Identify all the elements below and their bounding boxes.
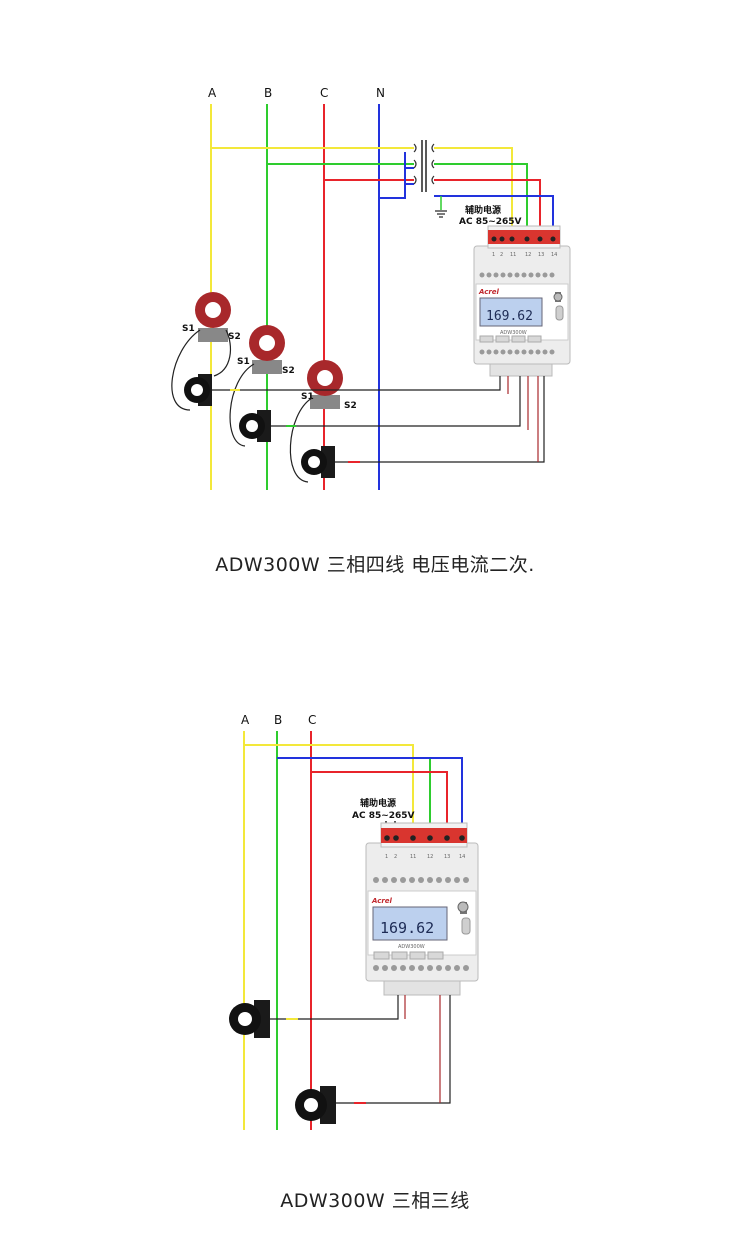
ct-c-loop xyxy=(289,397,313,483)
pt-secondary-n xyxy=(434,195,554,236)
ground-icon xyxy=(435,210,447,218)
phase-a-voltage-2 xyxy=(244,744,414,833)
lcd-reading-2: 169.62 xyxy=(380,919,434,937)
ct-b xyxy=(249,325,285,374)
phase-b-voltage-2 xyxy=(277,757,431,833)
lower-screw-row xyxy=(479,349,555,355)
ct-c-s1: S1 xyxy=(301,392,314,402)
phase-extra-2 xyxy=(277,757,463,833)
ct-a-s2: S2 xyxy=(228,332,241,342)
phase-c-label: C xyxy=(320,86,328,100)
neutral-tap xyxy=(379,152,406,199)
terminal-13: 13 xyxy=(538,252,544,258)
clamp-ct-1 xyxy=(184,374,212,406)
pt-secondary-b xyxy=(434,163,528,236)
lcd-reading: 169.62 xyxy=(486,309,533,324)
ct-b-s1: S1 xyxy=(237,357,250,367)
aux-power-title-2: 辅助电源 xyxy=(360,797,396,809)
terminal-14-2: 14 xyxy=(459,854,465,860)
lower-screw-row-2 xyxy=(373,965,469,971)
diagram-2-caption: ADW300W 三相三线 xyxy=(280,1190,470,1212)
current-lead-a xyxy=(212,376,501,391)
terminal-2: 2 xyxy=(500,252,503,258)
upper-screw-row-2 xyxy=(373,877,469,883)
terminal-14: 14 xyxy=(551,252,557,258)
sensor-window-2 xyxy=(461,917,471,935)
ct-b-s2: S2 xyxy=(282,366,295,376)
current-lead-c-2 xyxy=(336,995,451,1104)
pt-secondary-a xyxy=(434,147,513,236)
adw300w-meter-2: 1 2 11 12 13 14 Acrel 169.62 ADW300W xyxy=(365,822,479,996)
terminal-13-2: 13 xyxy=(444,854,450,860)
current-lead-a-2 xyxy=(270,995,399,1020)
antenna-icon-2 xyxy=(457,901,469,914)
voltage-transformer xyxy=(413,140,435,192)
clamp-ct-2 xyxy=(239,410,271,442)
phase-b-label: B xyxy=(264,86,272,100)
aux-power-range: AC 85~265V xyxy=(459,217,522,227)
bottom-terminal-block-2 xyxy=(383,980,461,996)
terminal-12-2: 12 xyxy=(427,854,433,860)
phase-a-label-2: A xyxy=(241,713,250,727)
lcd-screen xyxy=(479,297,543,327)
model-label-2: ADW300W xyxy=(398,944,425,950)
diagram-1-caption: ADW300W 三相四线 电压电流二次. xyxy=(215,554,535,576)
ct-a-loop-2 xyxy=(213,329,232,377)
phase-c-label-2: C xyxy=(308,713,316,727)
current-lead-b xyxy=(271,376,521,427)
ct-b-loop xyxy=(229,363,255,447)
phase-b-label-2: B xyxy=(274,713,282,727)
diagram-2: A B C 辅助电源 AC 85~265V 1 2 11 12 13 xyxy=(229,713,479,1130)
upper-screw-row xyxy=(479,272,555,278)
phase-c-voltage-2 xyxy=(311,771,448,833)
ct-a-loop xyxy=(171,329,201,411)
clamp-ct-c-2 xyxy=(295,1086,336,1124)
meter-buttons-2 xyxy=(373,951,444,960)
terminal-12: 12 xyxy=(525,252,531,258)
bottom-terminal-block xyxy=(489,363,553,377)
terminal-11: 11 xyxy=(510,252,516,258)
terminal-11-2: 11 xyxy=(410,854,416,860)
terminal-2-2: 2 xyxy=(394,854,397,860)
top-terminal-block xyxy=(488,230,560,244)
phase-n-label: N xyxy=(376,86,385,100)
sensor-window xyxy=(555,305,564,321)
brand-logo: Acrel xyxy=(478,288,500,296)
terminal-1: 1 xyxy=(492,252,495,258)
ct-a-s1: S1 xyxy=(182,324,195,334)
model-label: ADW300W xyxy=(500,330,527,336)
terminal-1-2: 1 xyxy=(385,854,388,860)
phase-a-label: A xyxy=(208,86,217,100)
ct-c-s2: S2 xyxy=(344,401,357,411)
clamp-ct-a-2 xyxy=(229,1000,270,1038)
clamp-ct-3 xyxy=(301,446,335,478)
aux-power-title: 辅助电源 xyxy=(465,204,501,216)
ct-c xyxy=(307,360,343,409)
diagram-1: A B C N 辅助电源 AC 85~2 xyxy=(171,86,571,490)
aux-power-range-2: AC 85~265V xyxy=(352,811,415,821)
lcd-screen-2 xyxy=(372,906,448,941)
ct-a xyxy=(195,292,231,342)
top-terminal-block-2 xyxy=(381,828,467,843)
brand-logo-2: Acrel xyxy=(371,897,393,905)
meter-buttons xyxy=(479,335,542,343)
antenna-icon xyxy=(553,292,563,302)
current-lead-c xyxy=(335,376,545,463)
adw300w-meter: 1 2 11 12 13 14 Acrel 169.62 ADW300W xyxy=(473,225,571,377)
pt-secondary-c xyxy=(434,179,541,236)
